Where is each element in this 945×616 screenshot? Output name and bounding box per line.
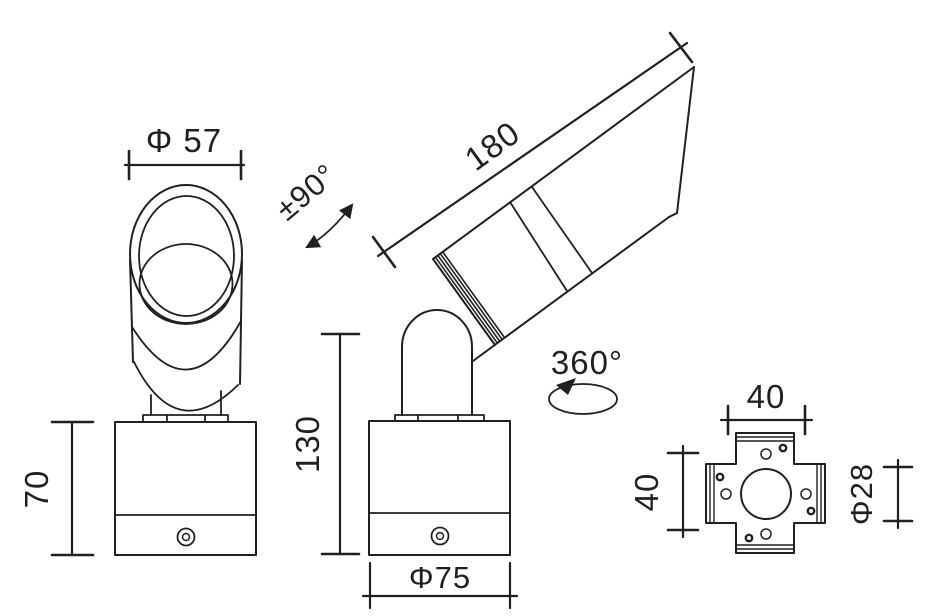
overall-height-label: 130 — [289, 415, 326, 473]
set-screw — [176, 527, 196, 547]
screw-holes — [715, 443, 816, 543]
lamp-body-side — [432, 66, 695, 362]
body-seam-arc-1 — [131, 320, 242, 371]
base-front — [114, 414, 257, 556]
head-diameter-label: Φ 57 — [146, 122, 222, 159]
set-screw — [430, 526, 450, 546]
plate-flanges — [709, 436, 822, 550]
body-length-label: 180 — [458, 114, 527, 178]
rear-cap-hatch — [434, 251, 506, 344]
mounting-plate-view: 40 40 Φ28 — [628, 378, 914, 554]
plate-width-label: 40 — [747, 378, 786, 415]
base-height-label: 70 — [18, 470, 55, 509]
center-hole — [740, 468, 792, 520]
center-hole-label: Φ28 — [844, 463, 879, 525]
swivel-range-label: 360° — [551, 344, 623, 381]
body-length-dimension: 180 — [371, 31, 694, 269]
tilt-range-label: ±90° — [269, 157, 344, 227]
body-ring-line-2 — [531, 186, 593, 274]
lamp-head-front — [129, 184, 243, 416]
swivel-annotation: 360° — [548, 344, 623, 415]
base-diameter-label: Φ75 — [409, 560, 471, 595]
body-ring-line-1 — [509, 201, 568, 292]
plate-outline — [705, 432, 826, 554]
body-seam-arc-2 — [133, 361, 239, 412]
center-hole-dimension: Φ28 — [844, 458, 914, 530]
base-side — [368, 414, 511, 556]
head-diameter-dimension: Φ 57 — [123, 122, 246, 181]
plate-width-dimension: 40 — [719, 378, 814, 436]
base-diameter-dimension: Φ75 — [361, 560, 519, 610]
rotation-arrowhead — [556, 378, 576, 395]
front-view: Φ 57 — [18, 122, 257, 557]
tilt-range-annotation: ±90° — [269, 157, 354, 249]
side-view: 180 ±90° 360° 130 Φ75 — [269, 31, 695, 610]
rotation-arrow-icon — [548, 383, 618, 415]
base-height-dimension: 70 — [18, 420, 95, 557]
mounting-holes — [720, 448, 812, 540]
plate-depth-label: 40 — [628, 473, 665, 512]
lens-circle — [138, 243, 234, 325]
pivot-dome — [401, 309, 473, 416]
plate-depth-dimension: 40 — [628, 444, 700, 539]
overall-height-dimension: 130 — [289, 332, 361, 556]
tilt-arrow-icon — [305, 203, 354, 249]
